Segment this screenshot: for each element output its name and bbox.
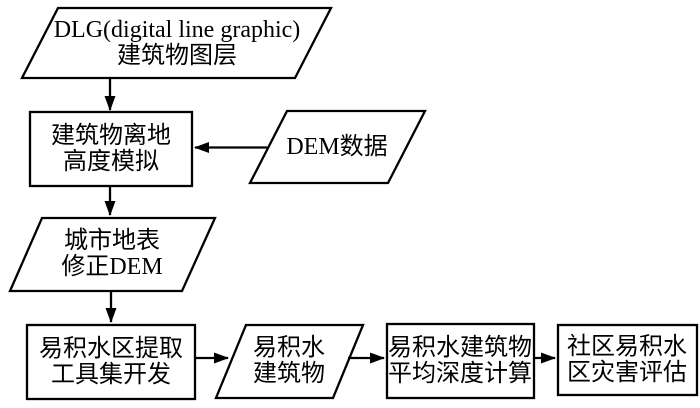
node-toolset-label-line2: 工具集开发 [51,361,171,388]
node-dlg-layer-label-line2: 建筑物图层 [117,42,237,69]
node-avg-depth-label-line1: 易积水建筑物 [388,334,532,361]
node-avg-depth-shape [385,322,536,400]
node-flood-buildings-label-line1: 易积水 [253,334,325,361]
node-height-sim-label-line2: 高度模拟 [63,148,159,175]
node-avg-depth-label-line2: 平均深度计算 [388,360,532,387]
node-community-shape [556,323,699,397]
node-corrected-dem-label-line1: 城市地表 [64,227,160,254]
node-corrected-dem-shape [8,216,217,293]
node-community-label-line1: 社区易积水 [567,333,687,360]
node-corrected-dem-label-line2: 修正DEM [61,253,162,280]
node-community-label-line2: 区灾害评估 [567,359,687,386]
node-height-sim-shape [28,110,194,188]
node-toolset-shape [25,323,197,401]
node-dlg-layer-label-line1: DLG(digital line graphic) [54,17,301,43]
node-flood-buildings-shape [214,323,365,400]
node-height-sim-label-line1: 建筑物离地 [51,122,171,149]
node-dlg-layer-shape [20,6,333,80]
node-dem-data-shape [248,109,427,185]
node-dem-data-label: DEM数据 [286,133,387,160]
node-toolset-label-line1: 易积水区提取 [39,335,183,362]
node-flood-buildings-label-line2: 建筑物 [253,360,325,387]
